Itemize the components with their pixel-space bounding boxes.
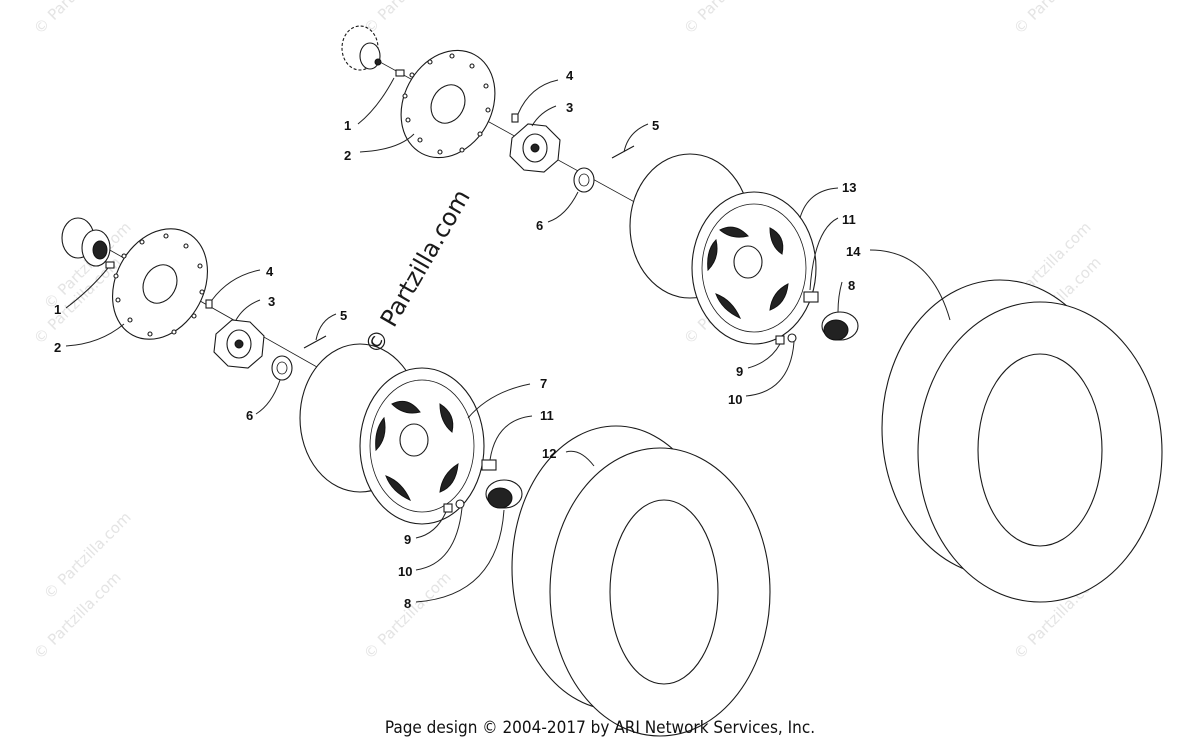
upper-cotter-pin: [611, 145, 635, 159]
watermark-large: © Partzilla.com: [359, 185, 476, 359]
upper-lug-nut-11: [803, 291, 819, 303]
callout-lower-7[interactable]: 7: [540, 376, 547, 391]
upper-brake-disc: [400, 49, 496, 159]
watermark: © Partzilla.com: [680, 0, 775, 38]
watermark: © Partzilla.com: [30, 568, 125, 663]
callout-upper-5[interactable]: 5: [652, 118, 659, 133]
upper-wheel-rim: [629, 153, 817, 345]
lower-center-cap-8: [485, 479, 523, 509]
callout-lower-10[interactable]: 10: [398, 564, 412, 579]
callout-lower-5[interactable]: 5: [340, 308, 347, 323]
watermark: © Partzilla.com: [40, 508, 135, 603]
lower-tire-12: [511, 425, 771, 737]
lower-lug-nut-11: [481, 459, 497, 471]
lower-wheel-rim: [299, 343, 485, 525]
callout-lower-3[interactable]: 3: [268, 294, 275, 309]
lower-cotter-pin: [303, 335, 327, 349]
upper-hub: [509, 123, 561, 173]
callout-upper-4[interactable]: 4: [566, 68, 574, 83]
upper-disc-bolts: [402, 53, 491, 155]
lower-bearing: [61, 217, 111, 267]
callout-lower-2[interactable]: 2: [54, 340, 61, 355]
callout-lower-12[interactable]: 12: [542, 446, 556, 461]
page-footer: Page design © 2004-2017 by ARI Network S…: [384, 718, 816, 738]
callout-upper-3[interactable]: 3: [566, 100, 573, 115]
upper-tire-14: [881, 279, 1163, 603]
callout-lower-6[interactable]: 6: [246, 408, 253, 423]
upper-bolt-1: [395, 69, 405, 77]
lower-brake-disc: [112, 228, 208, 340]
callout-lower-9[interactable]: 9: [404, 532, 411, 547]
lower-bolt-1: [105, 261, 115, 269]
callout-upper-10[interactable]: 10: [728, 392, 742, 407]
upper-center-cap-8: [821, 311, 859, 341]
callout-upper-6[interactable]: 6: [536, 218, 543, 233]
callout-lower-8[interactable]: 8: [404, 596, 411, 611]
lower-valve-9: [443, 499, 465, 513]
lower-nut-6: [271, 355, 293, 381]
lower-hub: [213, 319, 265, 369]
callout-upper-13[interactable]: 13: [842, 180, 856, 195]
callout-upper-9[interactable]: 9: [736, 364, 743, 379]
leader-lines: [65, 77, 951, 603]
upper-stud-4: [511, 113, 519, 123]
watermark: © Partzilla.com: [1010, 0, 1105, 38]
callout-lower-1[interactable]: 1: [54, 302, 61, 317]
callout-lower-11[interactable]: 11: [540, 408, 554, 423]
upper-drive-stub: [341, 25, 382, 71]
upper-nut-6: [573, 167, 595, 193]
lower-stud-4: [205, 299, 213, 309]
callout-upper-1[interactable]: 1: [344, 118, 351, 133]
upper-valve-9: [775, 333, 797, 345]
callouts: 1 2 3 4 5 6 13 11 8 9 10 14 1 2 3 4 5 6 …: [54, 68, 861, 611]
callout-lower-4[interactable]: 4: [266, 264, 274, 279]
callout-upper-8[interactable]: 8: [848, 278, 855, 293]
watermark: © Partzilla.com: [360, 568, 455, 663]
watermark: © Partzilla.com: [30, 0, 125, 38]
callout-upper-14[interactable]: 14: [846, 244, 861, 259]
watermark: © Partzilla.com: [360, 0, 455, 38]
callout-upper-2[interactable]: 2: [344, 148, 351, 163]
callout-upper-11[interactable]: 11: [842, 212, 856, 227]
